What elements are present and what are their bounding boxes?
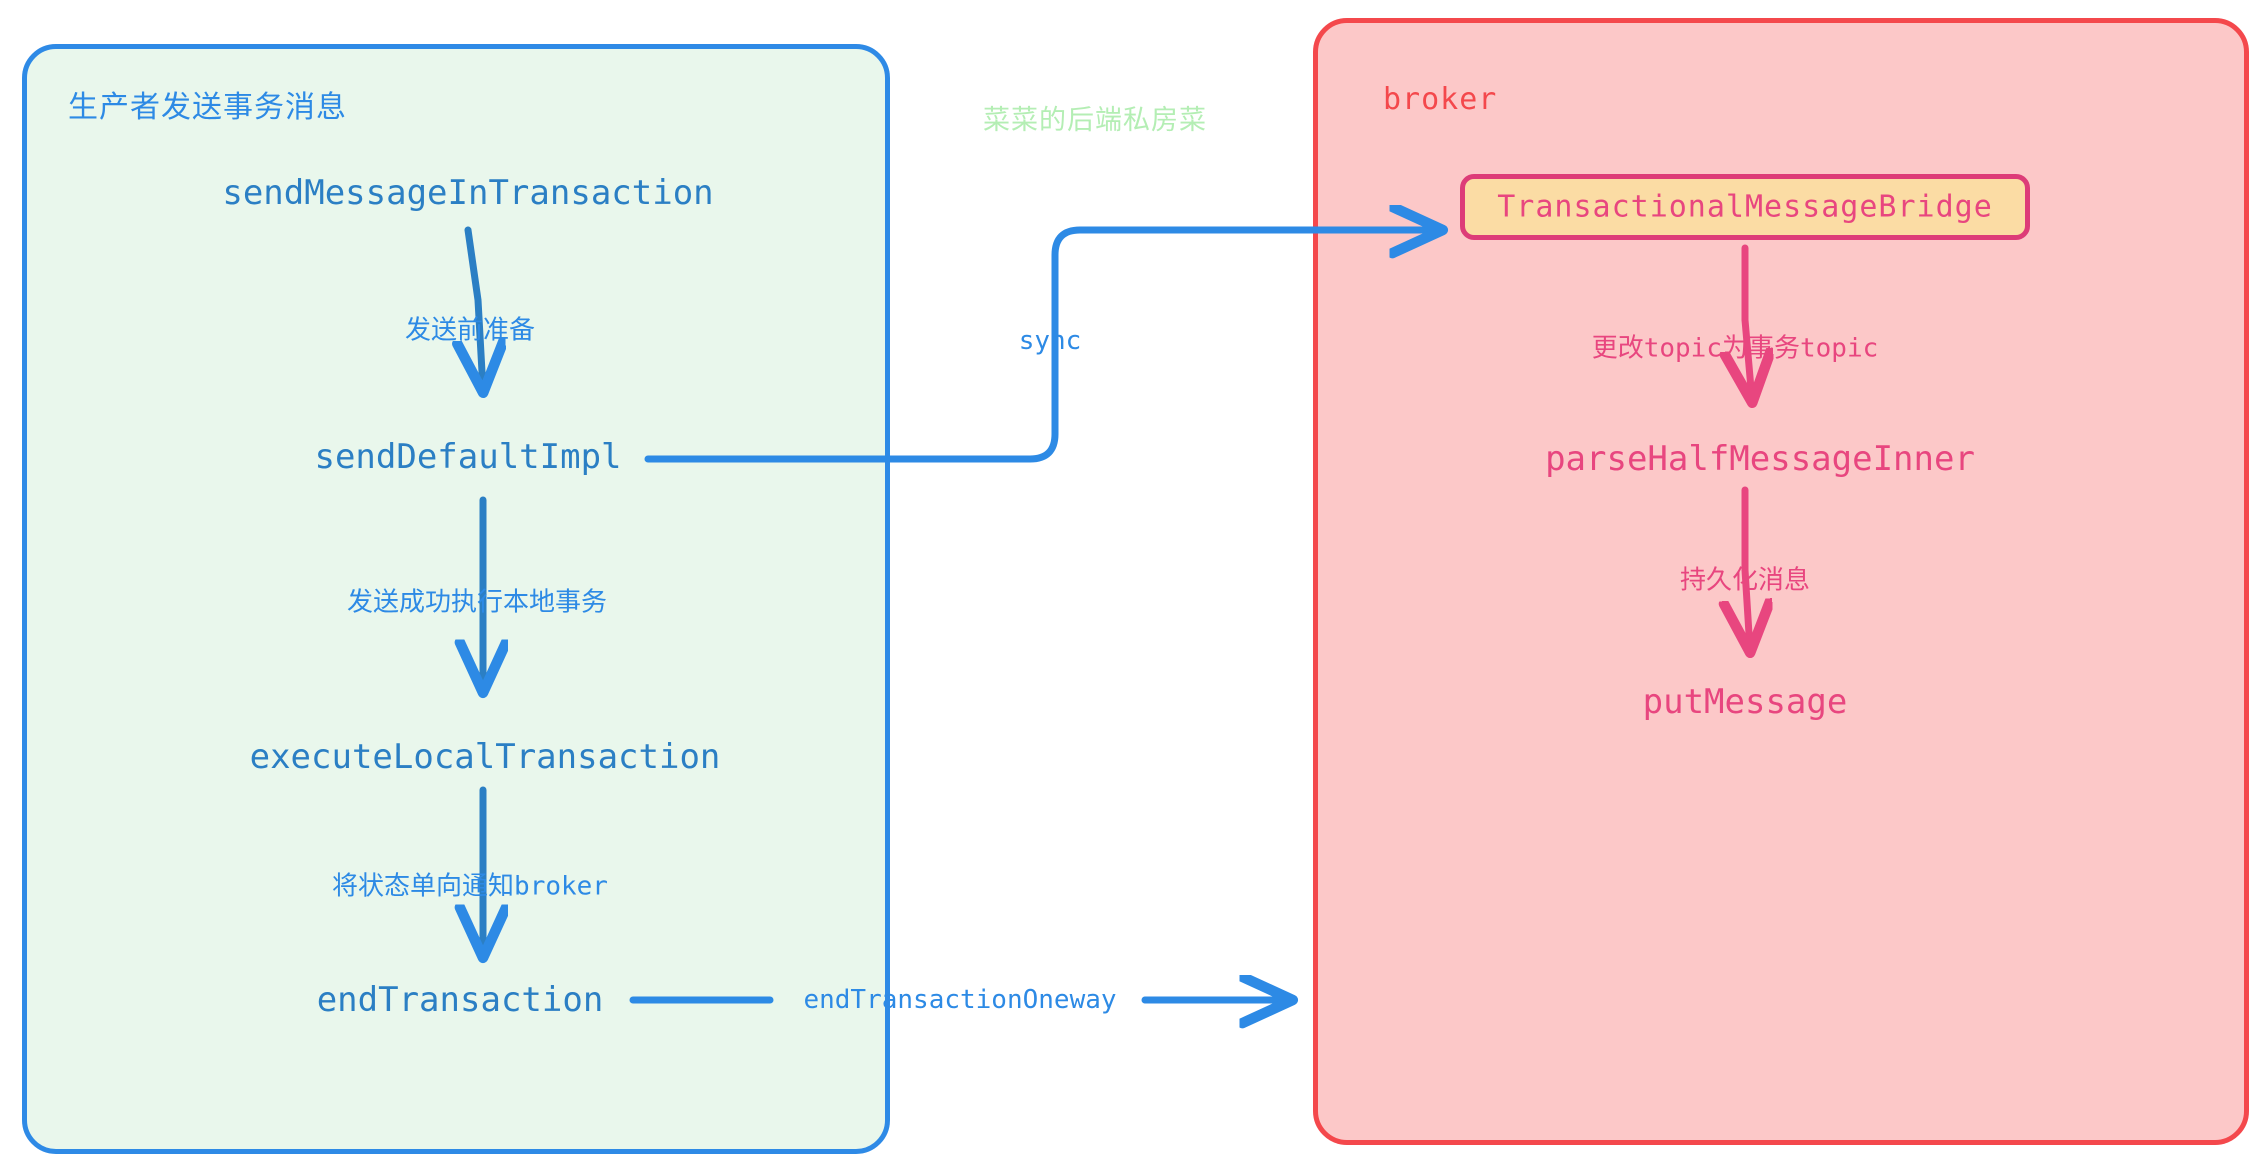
edge-label-sync: sync — [1018, 326, 1082, 356]
edge-sendMessageInTransaction-to-sendDefaultImpl — [468, 226, 483, 390]
edge-label-change-topic: 更改topic为事务topic — [1591, 333, 1879, 364]
edge-sync-sendDefaultImpl-to-bridge — [644, 230, 1440, 463]
node-endTransaction[interactable]: endTransaction — [316, 980, 604, 1020]
broker-group-title: broker — [1383, 82, 1498, 117]
edge-label-execute-local-transaction: 发送成功执行本地事务 — [346, 587, 608, 618]
node-putMessage[interactable]: putMessage — [1642, 682, 1848, 722]
edge-parseHalfMessageInner-to-putMessage — [1745, 486, 1750, 650]
edge-label-endTransactionOneway: endTransactionOneway — [803, 985, 1117, 1015]
watermark-text: 菜菜的后端私房菜 — [983, 105, 1207, 136]
node-sendDefaultImpl[interactable]: sendDefaultImpl — [314, 437, 622, 477]
node-parseHalfMessageInner[interactable]: parseHalfMessageInner — [1545, 439, 1975, 479]
producer-group-title: 生产者发送事务消息 — [68, 90, 347, 125]
edge-label-persist-message: 持久化消息 — [1679, 565, 1811, 596]
producer-group-box — [22, 44, 890, 1154]
bridge-label: TransactionalMessageBridge — [1497, 189, 1993, 225]
node-sendMessageInTransaction[interactable]: sendMessageInTransaction — [222, 173, 714, 213]
edge-label-prepare-before-send: 发送前准备 — [404, 315, 536, 346]
edge-bridge-to-parseHalfMessageInner — [1745, 244, 1752, 400]
node-executeLocalTransaction[interactable]: executeLocalTransaction — [249, 737, 721, 777]
edge-label-notify-broker-oneway: 将状态单向通知broker — [332, 871, 608, 902]
node-TransactionalMessageBridge[interactable]: TransactionalMessageBridge — [1460, 174, 2030, 240]
